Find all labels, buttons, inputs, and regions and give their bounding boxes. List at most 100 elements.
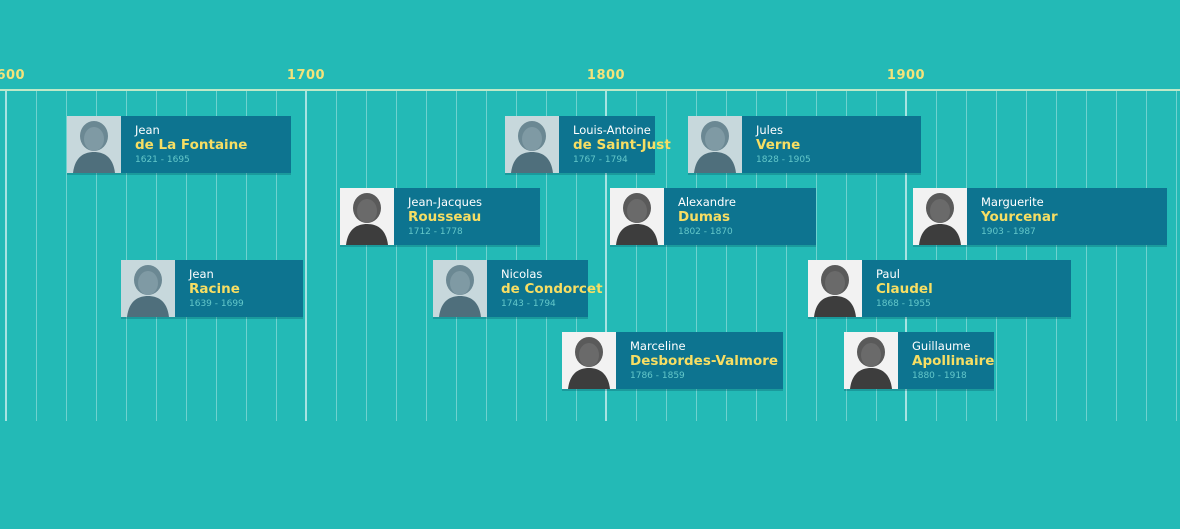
portrait-image [433, 260, 487, 317]
grid-line [1086, 91, 1087, 421]
first-name: Louis-Antoine [573, 123, 651, 137]
last-name: de Saint-Just [573, 137, 671, 153]
tick-label: 1700 [286, 68, 326, 83]
timeline-axis [0, 89, 1180, 91]
last-name: Racine [189, 281, 240, 297]
grid-line [726, 91, 727, 421]
life-dates: 1743 - 1794 [501, 299, 556, 309]
life-dates: 1828 - 1905 [756, 155, 811, 165]
first-name: Marguerite [981, 195, 1044, 209]
tick-label: 1800 [586, 68, 626, 83]
last-name: Claudel [876, 281, 933, 297]
tick-label: 1900 [886, 68, 926, 83]
grid-line [756, 91, 757, 421]
grid-line [96, 91, 97, 421]
first-name: Alexandre [678, 195, 736, 209]
grid-line [36, 91, 37, 421]
tick-label: 1600 [0, 68, 26, 83]
first-name: Jean [189, 267, 214, 281]
last-name: Yourcenar [981, 209, 1058, 225]
portrait-image [505, 116, 559, 173]
portrait-image [913, 188, 967, 245]
grid-line [396, 91, 397, 421]
grid-line [905, 91, 907, 421]
grid-line [516, 91, 517, 421]
grid-line [156, 91, 157, 421]
grid-line [846, 91, 847, 421]
life-dates: 1621 - 1695 [135, 155, 190, 165]
last-name: de Condorcet [501, 281, 603, 297]
grid-line [336, 91, 337, 421]
grid-line [936, 91, 937, 421]
life-dates: 1767 - 1794 [573, 155, 628, 165]
last-name: Dumas [678, 209, 731, 225]
grid-line [276, 91, 277, 421]
portrait-image [610, 188, 664, 245]
grid-line [1116, 91, 1117, 421]
grid-line [426, 91, 427, 421]
first-name: Jean-Jacques [408, 195, 483, 209]
life-dates: 1903 - 1987 [981, 227, 1036, 237]
grid-line [486, 91, 487, 421]
grid-line [1056, 91, 1057, 421]
grid-line [876, 91, 877, 421]
first-name: Paul [876, 267, 900, 281]
grid-line [576, 91, 577, 421]
grid-line [696, 91, 697, 421]
last-name: Apollinaire [912, 353, 995, 369]
grid-line [816, 91, 817, 421]
grid-line [126, 91, 127, 421]
first-name: Jean [135, 123, 160, 137]
life-dates: 1639 - 1699 [189, 299, 244, 309]
grid-line [305, 91, 307, 421]
portrait-image [340, 188, 394, 245]
grid-line [186, 91, 187, 421]
life-dates: 1868 - 1955 [876, 299, 931, 309]
grid-line [246, 91, 247, 421]
life-dates: 1880 - 1918 [912, 371, 967, 381]
last-name: Rousseau [408, 209, 482, 225]
grid-line [456, 91, 457, 421]
life-dates: 1802 - 1870 [678, 227, 733, 237]
portrait-image [808, 260, 862, 317]
grid-line [996, 91, 997, 421]
last-name: de La Fontaine [135, 137, 248, 153]
grid-line [366, 91, 367, 421]
first-name: Guillaume [912, 339, 971, 353]
first-name: Nicolas [501, 267, 543, 281]
life-dates: 1712 - 1778 [408, 227, 463, 237]
grid-line [605, 91, 607, 421]
grid-line [636, 91, 637, 421]
first-name: Marceline [630, 339, 686, 353]
portrait-image [121, 260, 175, 317]
last-name: Desbordes-Valmore [630, 353, 779, 369]
last-name: Verne [756, 137, 801, 153]
grid-line [216, 91, 217, 421]
portrait-image [844, 332, 898, 389]
grid-line [1146, 91, 1147, 421]
portrait-image [562, 332, 616, 389]
grid-line [966, 91, 967, 421]
